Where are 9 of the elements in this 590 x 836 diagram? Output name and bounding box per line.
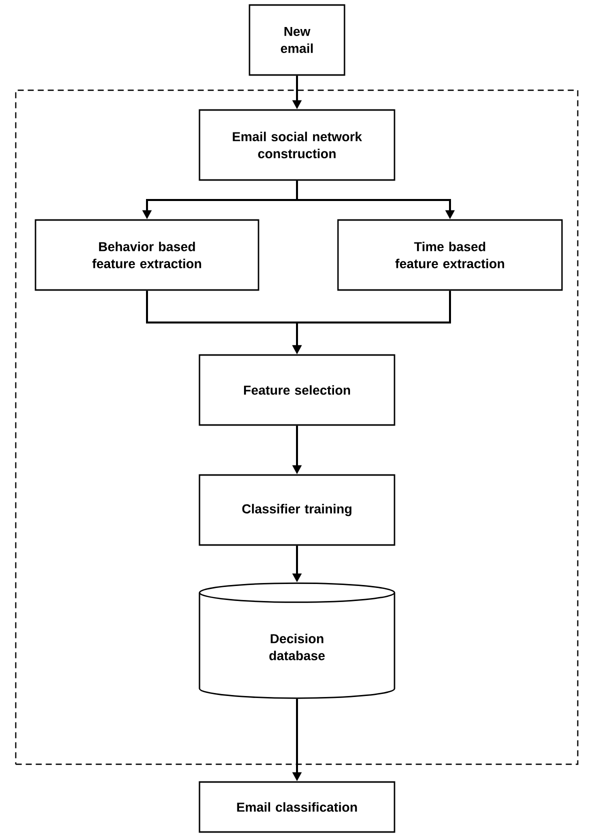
process-box: Email social network construction <box>198 109 396 181</box>
process-box: Email classification <box>198 781 396 833</box>
process-box: Time based feature extraction <box>337 219 563 291</box>
boundary-box <box>15 90 578 765</box>
process-box: Behavior based feature extraction <box>34 219 260 291</box>
process-box: Feature selection <box>198 354 396 426</box>
process-box: Classifier training <box>198 474 396 546</box>
database-cylinder: Decision database <box>198 582 396 699</box>
process-box: New email <box>248 4 346 76</box>
